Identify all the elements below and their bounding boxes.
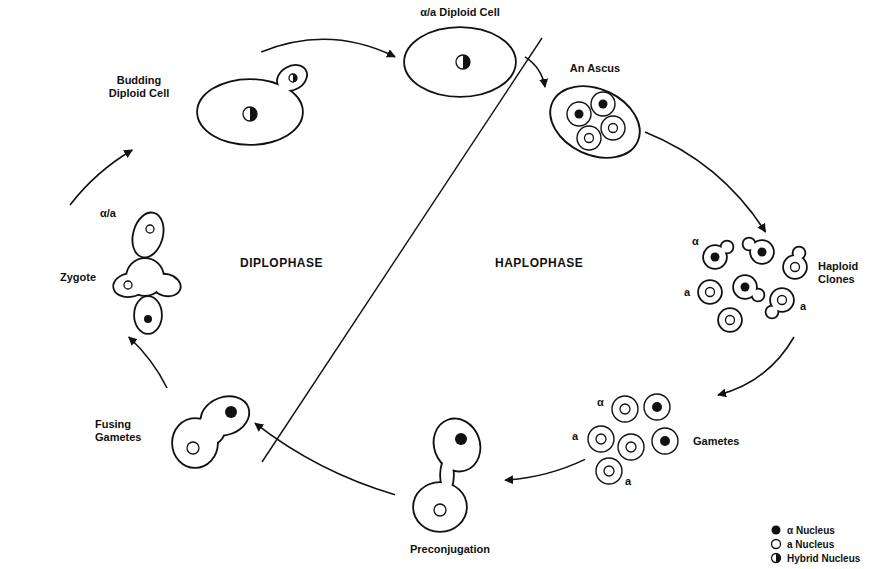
cell-stage: Fusing Gametes [95,388,255,476]
stage-label: α/a Diploid Cell [395,6,525,19]
cycle-arrow [645,132,766,232]
cell-stage: Budding Diploid Cell [100,52,315,150]
stage-label: Haploid Clones [818,260,870,286]
phase-label: DIPLOPHASE [240,256,323,270]
cell-stage: Preconjugation [395,415,505,560]
legend-row: Hybrid Nucleus [770,552,860,564]
cycle-arrow [255,423,395,495]
cell-stage: Zygote [60,205,185,337]
nucleus-symbol [770,552,782,564]
legend-text: α Nucleus [787,525,835,536]
cycle-arrow [261,39,395,56]
phase-label: HAPLOPHASE [495,256,583,270]
stage-label: Zygote [60,271,108,284]
cycle-arrow [129,337,167,388]
legend-text: Hybrid Nucleus [787,553,860,564]
cell-stage: Gametes [585,395,775,487]
stage-label: Budding Diploid Cell [100,74,178,100]
mating-type-label: a [572,430,578,442]
stage-label: An Ascus [545,62,645,75]
legend-row: α Nucleus [770,524,835,536]
nucleus-symbol [770,538,782,550]
cell-stage: An Ascus [545,62,645,162]
cycle-arrow [718,337,794,395]
mating-type-label: a [625,475,631,487]
cell-illustration [100,52,315,150]
legend-row: a Nucleus [770,538,834,550]
stage-label: Gametes [693,435,773,448]
stage-label: Fusing Gametes [95,418,155,444]
mating-type-label: a [800,300,806,312]
cell-stage: α/a Diploid Cell [395,4,525,100]
legend-text: a Nucleus [787,539,834,550]
cell-illustration [585,395,775,487]
cell-illustration [395,415,505,560]
cycle-arrow [70,150,132,205]
mating-type-label: a [684,286,690,298]
cycle-arrow [525,57,545,87]
mating-type-label: α [692,235,699,247]
cell-illustration [545,62,645,162]
nucleus-symbol [770,524,782,536]
cycle-arrow [505,459,585,480]
cell-illustration [395,4,525,100]
mating-type-label: α/a [100,207,116,219]
phase-divider [262,38,542,462]
cell-stage: Haploid Clones [680,232,870,337]
mating-type-label: α [597,396,604,408]
stage-label: Preconjugation [395,543,505,556]
